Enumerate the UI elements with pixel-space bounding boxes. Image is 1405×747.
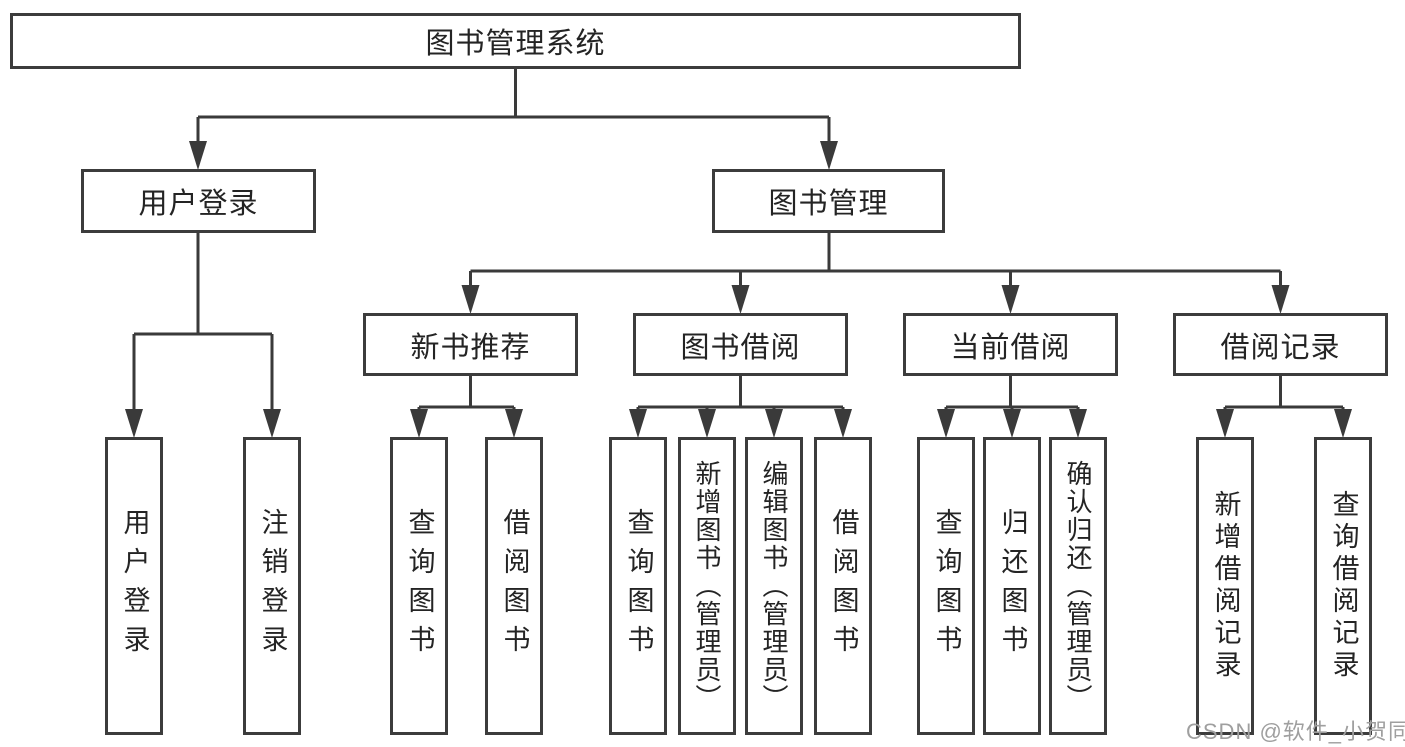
arrowhead [731,285,750,314]
arrowhead [937,409,955,438]
node-library-management-system: 图书管理系统 [10,13,1021,69]
watermark: CSDN @软件_小贺同学 [1186,719,1405,744]
arrowhead [1271,285,1290,314]
leaf-label: 查询图书 [404,508,435,664]
leaf-add-borrow-record: 新增借阅记录 [1196,437,1254,735]
leaf-label: 编辑图书（管理员） [759,460,789,712]
leaf-label: 借阅图书 [828,508,859,664]
arrowhead [765,409,783,438]
leaf-query-borrow-record: 查询借阅记录 [1314,437,1372,735]
node-new-book-recommendation: 新书推荐 [363,313,578,376]
leaf-label: 确认归还（管理员） [1063,460,1093,712]
leaf-label: 新增借阅记录 [1210,490,1241,682]
connector-current-borrowing [944,376,1080,412]
connector-book-borrowing [636,376,845,412]
arrowhead [629,409,647,438]
leaf-query-books-current: 查询图书 [917,437,975,735]
arrowhead [461,285,480,314]
connector-user-login [132,233,274,412]
connector-new-book [417,376,516,412]
leaf-label: 归还图书 [997,508,1028,664]
node-label: 图书管理系统 [425,28,606,60]
arrowhead [505,409,523,438]
arrowhead [834,409,852,438]
node-label: 借阅记录 [1220,331,1341,364]
leaf-query-books-recommend: 查询图书 [390,437,448,735]
arrowhead [1003,409,1021,438]
node-book-borrowing: 图书借阅 [633,313,848,376]
arrowhead [263,409,281,438]
arrowhead [1216,409,1234,438]
connector-borrowing-records [1223,376,1345,412]
arrowhead [1001,285,1020,314]
node-label: 新书推荐 [410,331,531,364]
arrowhead [1334,409,1352,438]
node-label: 图书借阅 [680,331,801,364]
node-current-borrowing: 当前借阅 [903,313,1118,376]
leaf-label: 用户登录 [119,508,150,664]
leaf-user-login: 用户登录 [105,437,163,735]
connector-book-management [469,233,1282,288]
leaf-label: 新增图书（管理员） [692,460,722,712]
leaf-query-books-borrowing: 查询图书 [609,437,667,735]
node-label: 图书管理 [768,188,889,220]
arrowhead [410,409,428,438]
leaf-label: 注销登录 [257,508,288,664]
node-borrowing-records: 借阅记录 [1173,313,1388,376]
arrowhead [820,141,838,170]
node-book-management: 图书管理 [712,169,945,233]
connector-root [196,69,831,144]
arrowhead [189,141,207,170]
leaf-return-books: 归还图书 [983,437,1041,735]
arrowhead [125,409,143,438]
leaf-edit-books-admin: 编辑图书（管理员） [745,437,803,735]
arrowhead [1069,409,1087,438]
leaf-logout-login: 注销登录 [243,437,301,735]
leaf-label: 查询图书 [931,508,962,664]
node-label: 当前借阅 [950,331,1071,364]
leaf-add-books-admin: 新增图书（管理员） [678,437,736,735]
leaf-label: 借阅图书 [499,508,530,664]
leaf-label: 查询借阅记录 [1328,490,1359,682]
leaf-label: 查询图书 [623,508,654,664]
node-label: 用户登录 [138,188,259,220]
leaf-borrow-books-recommend: 借阅图书 [485,437,543,735]
leaf-confirm-return-admin: 确认归还（管理员） [1049,437,1107,735]
leaf-borrow-books: 借阅图书 [814,437,872,735]
node-user-login: 用户登录 [81,169,316,233]
arrowhead [698,409,716,438]
